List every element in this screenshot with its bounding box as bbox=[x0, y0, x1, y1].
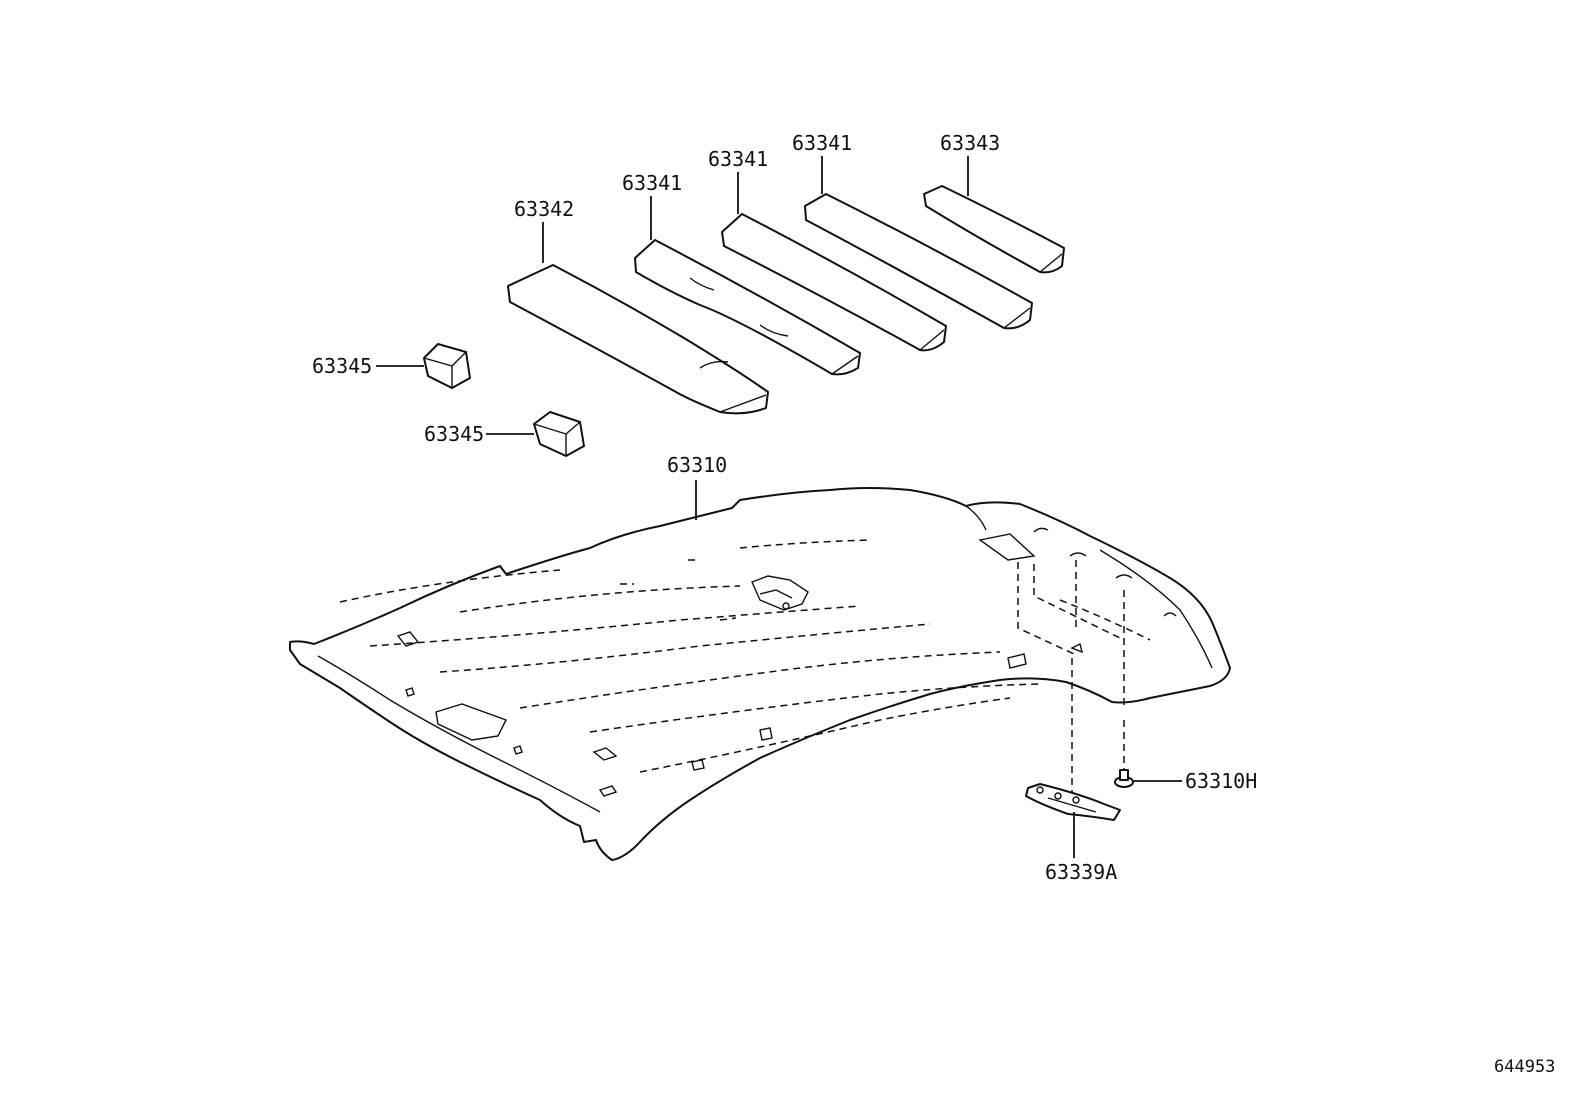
callout-63341-third[interactable]: 63341 bbox=[792, 131, 852, 155]
callout-63345-lower[interactable]: 63345 bbox=[424, 422, 484, 446]
callout-63339A[interactable]: 63339A bbox=[1045, 860, 1117, 884]
callout-63342[interactable]: 63342 bbox=[514, 197, 574, 221]
callout-63310[interactable]: 63310 bbox=[667, 453, 727, 477]
callout-63345-upper[interactable]: 63345 bbox=[312, 354, 372, 378]
pad-63341-first[interactable] bbox=[634, 239, 861, 376]
callout-63341-second[interactable]: 63341 bbox=[708, 147, 768, 171]
pad-63341-second[interactable] bbox=[721, 213, 947, 352]
pad-63341-third[interactable] bbox=[804, 193, 1033, 330]
block-63345-lower[interactable] bbox=[533, 411, 585, 457]
bracket-63339A[interactable] bbox=[1025, 783, 1121, 821]
drawing-number: 644953 bbox=[1494, 1057, 1555, 1077]
pad-63342[interactable] bbox=[507, 264, 769, 415]
callout-63341-first[interactable]: 63341 bbox=[622, 171, 682, 195]
pad-63343[interactable] bbox=[923, 185, 1065, 274]
callout-63343[interactable]: 63343 bbox=[940, 131, 1000, 155]
callout-63310H[interactable]: 63310H bbox=[1185, 769, 1257, 793]
clip-63310H[interactable] bbox=[1114, 769, 1134, 788]
block-63345-upper[interactable] bbox=[423, 343, 471, 389]
headliner-63310[interactable] bbox=[289, 487, 1231, 861]
assembly-lines bbox=[1017, 560, 1125, 798]
